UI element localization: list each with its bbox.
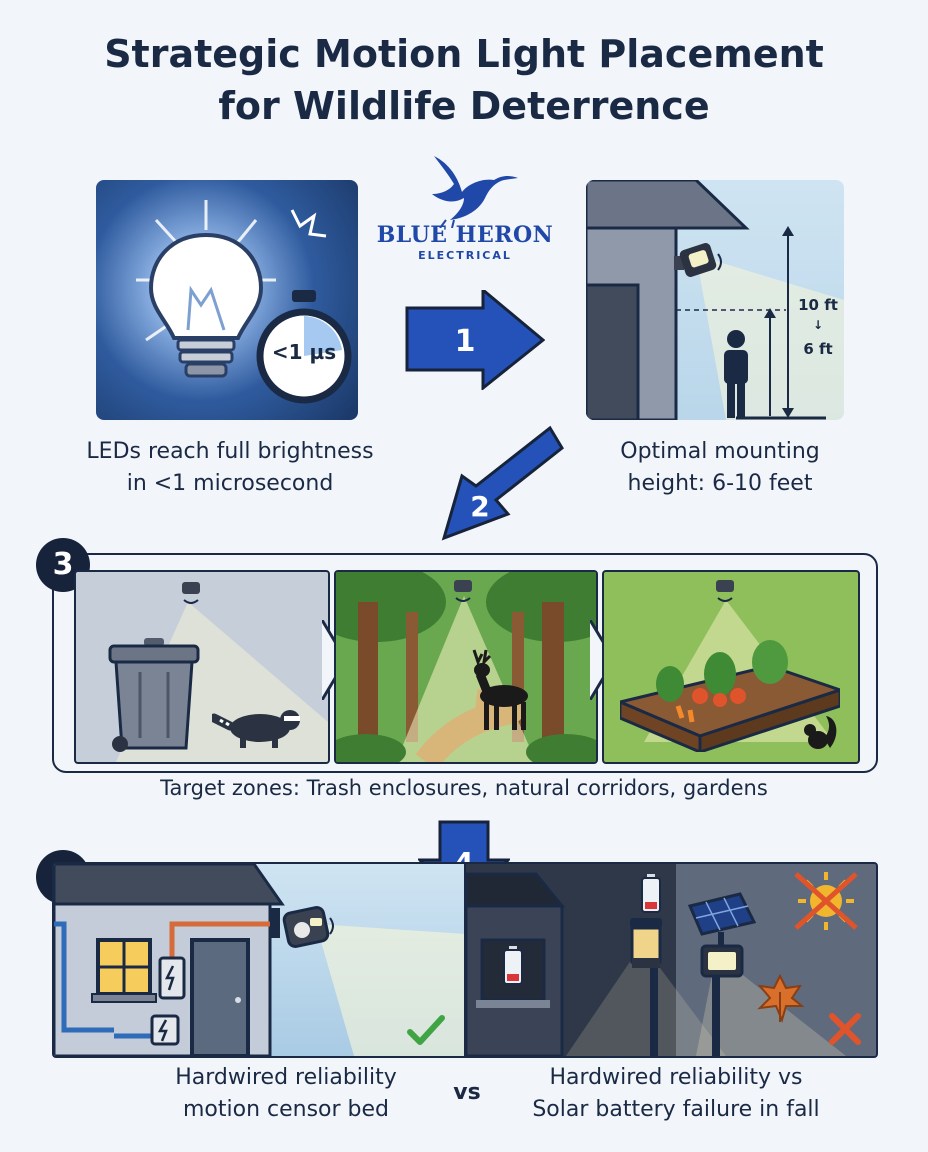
hardwired-caption-line-2: motion censor bed xyxy=(182,1097,390,1122)
electrical-box-icon xyxy=(150,1014,180,1046)
motion-light-icon xyxy=(674,243,722,277)
title-line-2: for Wildlife Deterrence xyxy=(218,84,710,128)
person-icon xyxy=(724,330,748,418)
battery-low-icon xyxy=(641,874,661,913)
corridor-zone-panel xyxy=(334,570,598,764)
hardwired-panel xyxy=(52,862,468,1058)
brand-name: BLUE HERON xyxy=(376,222,554,248)
squirrel-icon xyxy=(804,716,837,749)
deer-icon xyxy=(472,649,528,730)
page-title: Strategic Motion Light Placement for Wil… xyxy=(0,28,928,132)
led-caption: LEDs reach full brightness in <1 microse… xyxy=(40,436,420,500)
title-line-1: Strategic Motion Light Placement xyxy=(104,32,824,76)
mounting-height-panel: 10 ft ↓ 6 ft xyxy=(586,180,844,420)
height-top-label: 10 ft xyxy=(798,296,838,314)
height-arrow-label: ↓ xyxy=(812,318,824,332)
target-zones-bracket xyxy=(52,553,878,773)
sun-crossed-icon xyxy=(794,872,858,930)
brand-subtitle: ELECTRICAL xyxy=(418,249,512,262)
solar-caption-line-2: Solar battery failure in fall xyxy=(532,1097,820,1122)
height-bottom-label: 6 ft xyxy=(803,340,833,358)
solar-panel-icon xyxy=(687,892,757,978)
step-1-label: 1 xyxy=(454,324,476,359)
motion-light-icon xyxy=(282,906,334,948)
mounting-caption-line-1: Optimal mounting xyxy=(620,439,820,464)
hardwired-caption-line-1: Hardwired reliability xyxy=(175,1065,397,1090)
battery-low-icon xyxy=(503,946,523,985)
heron-logo-icon xyxy=(432,156,518,228)
trash-can-icon xyxy=(108,638,200,752)
step-1-arrow xyxy=(405,290,545,390)
motion-light-icon xyxy=(630,918,662,968)
electrical-box-icon xyxy=(158,956,186,1000)
target-zones-caption: Target zones: Trash enclosures, natural … xyxy=(160,776,768,800)
leaf-icon xyxy=(757,974,804,1023)
mounting-caption: Optimal mounting height: 6-10 feet xyxy=(560,436,880,500)
check-icon xyxy=(407,1015,445,1045)
trash-zone-panel xyxy=(74,570,330,764)
solar-caption-line-1: Hardwired reliability vs xyxy=(549,1065,803,1090)
solar-caption: Hardwired reliability vs Solar battery f… xyxy=(486,1062,866,1126)
garden-bed-icon xyxy=(620,640,840,752)
timer-label: <1 µs xyxy=(271,340,337,364)
hardwired-house-illustration xyxy=(54,864,466,1056)
stopwatch-icon xyxy=(256,290,352,404)
mounting-caption-line-2: height: 6-10 feet xyxy=(627,471,813,496)
raccoon-icon xyxy=(212,710,300,748)
led-caption-line-2: in <1 microsecond xyxy=(126,471,334,496)
led-caption-line-1: LEDs reach full brightness xyxy=(86,439,374,464)
hardwired-caption: Hardwired reliability motion censor bed xyxy=(126,1062,446,1126)
light-bulb-icon xyxy=(136,200,327,378)
solar-panel-comparison xyxy=(464,862,878,1058)
step-2-arrow xyxy=(441,425,564,541)
vs-label: vs xyxy=(453,1080,481,1105)
led-brightness-panel: <1 µs xyxy=(96,180,358,420)
step-2-label: 2 xyxy=(470,490,490,523)
cross-icon xyxy=(829,1013,861,1045)
garden-zone-panel xyxy=(602,570,860,764)
